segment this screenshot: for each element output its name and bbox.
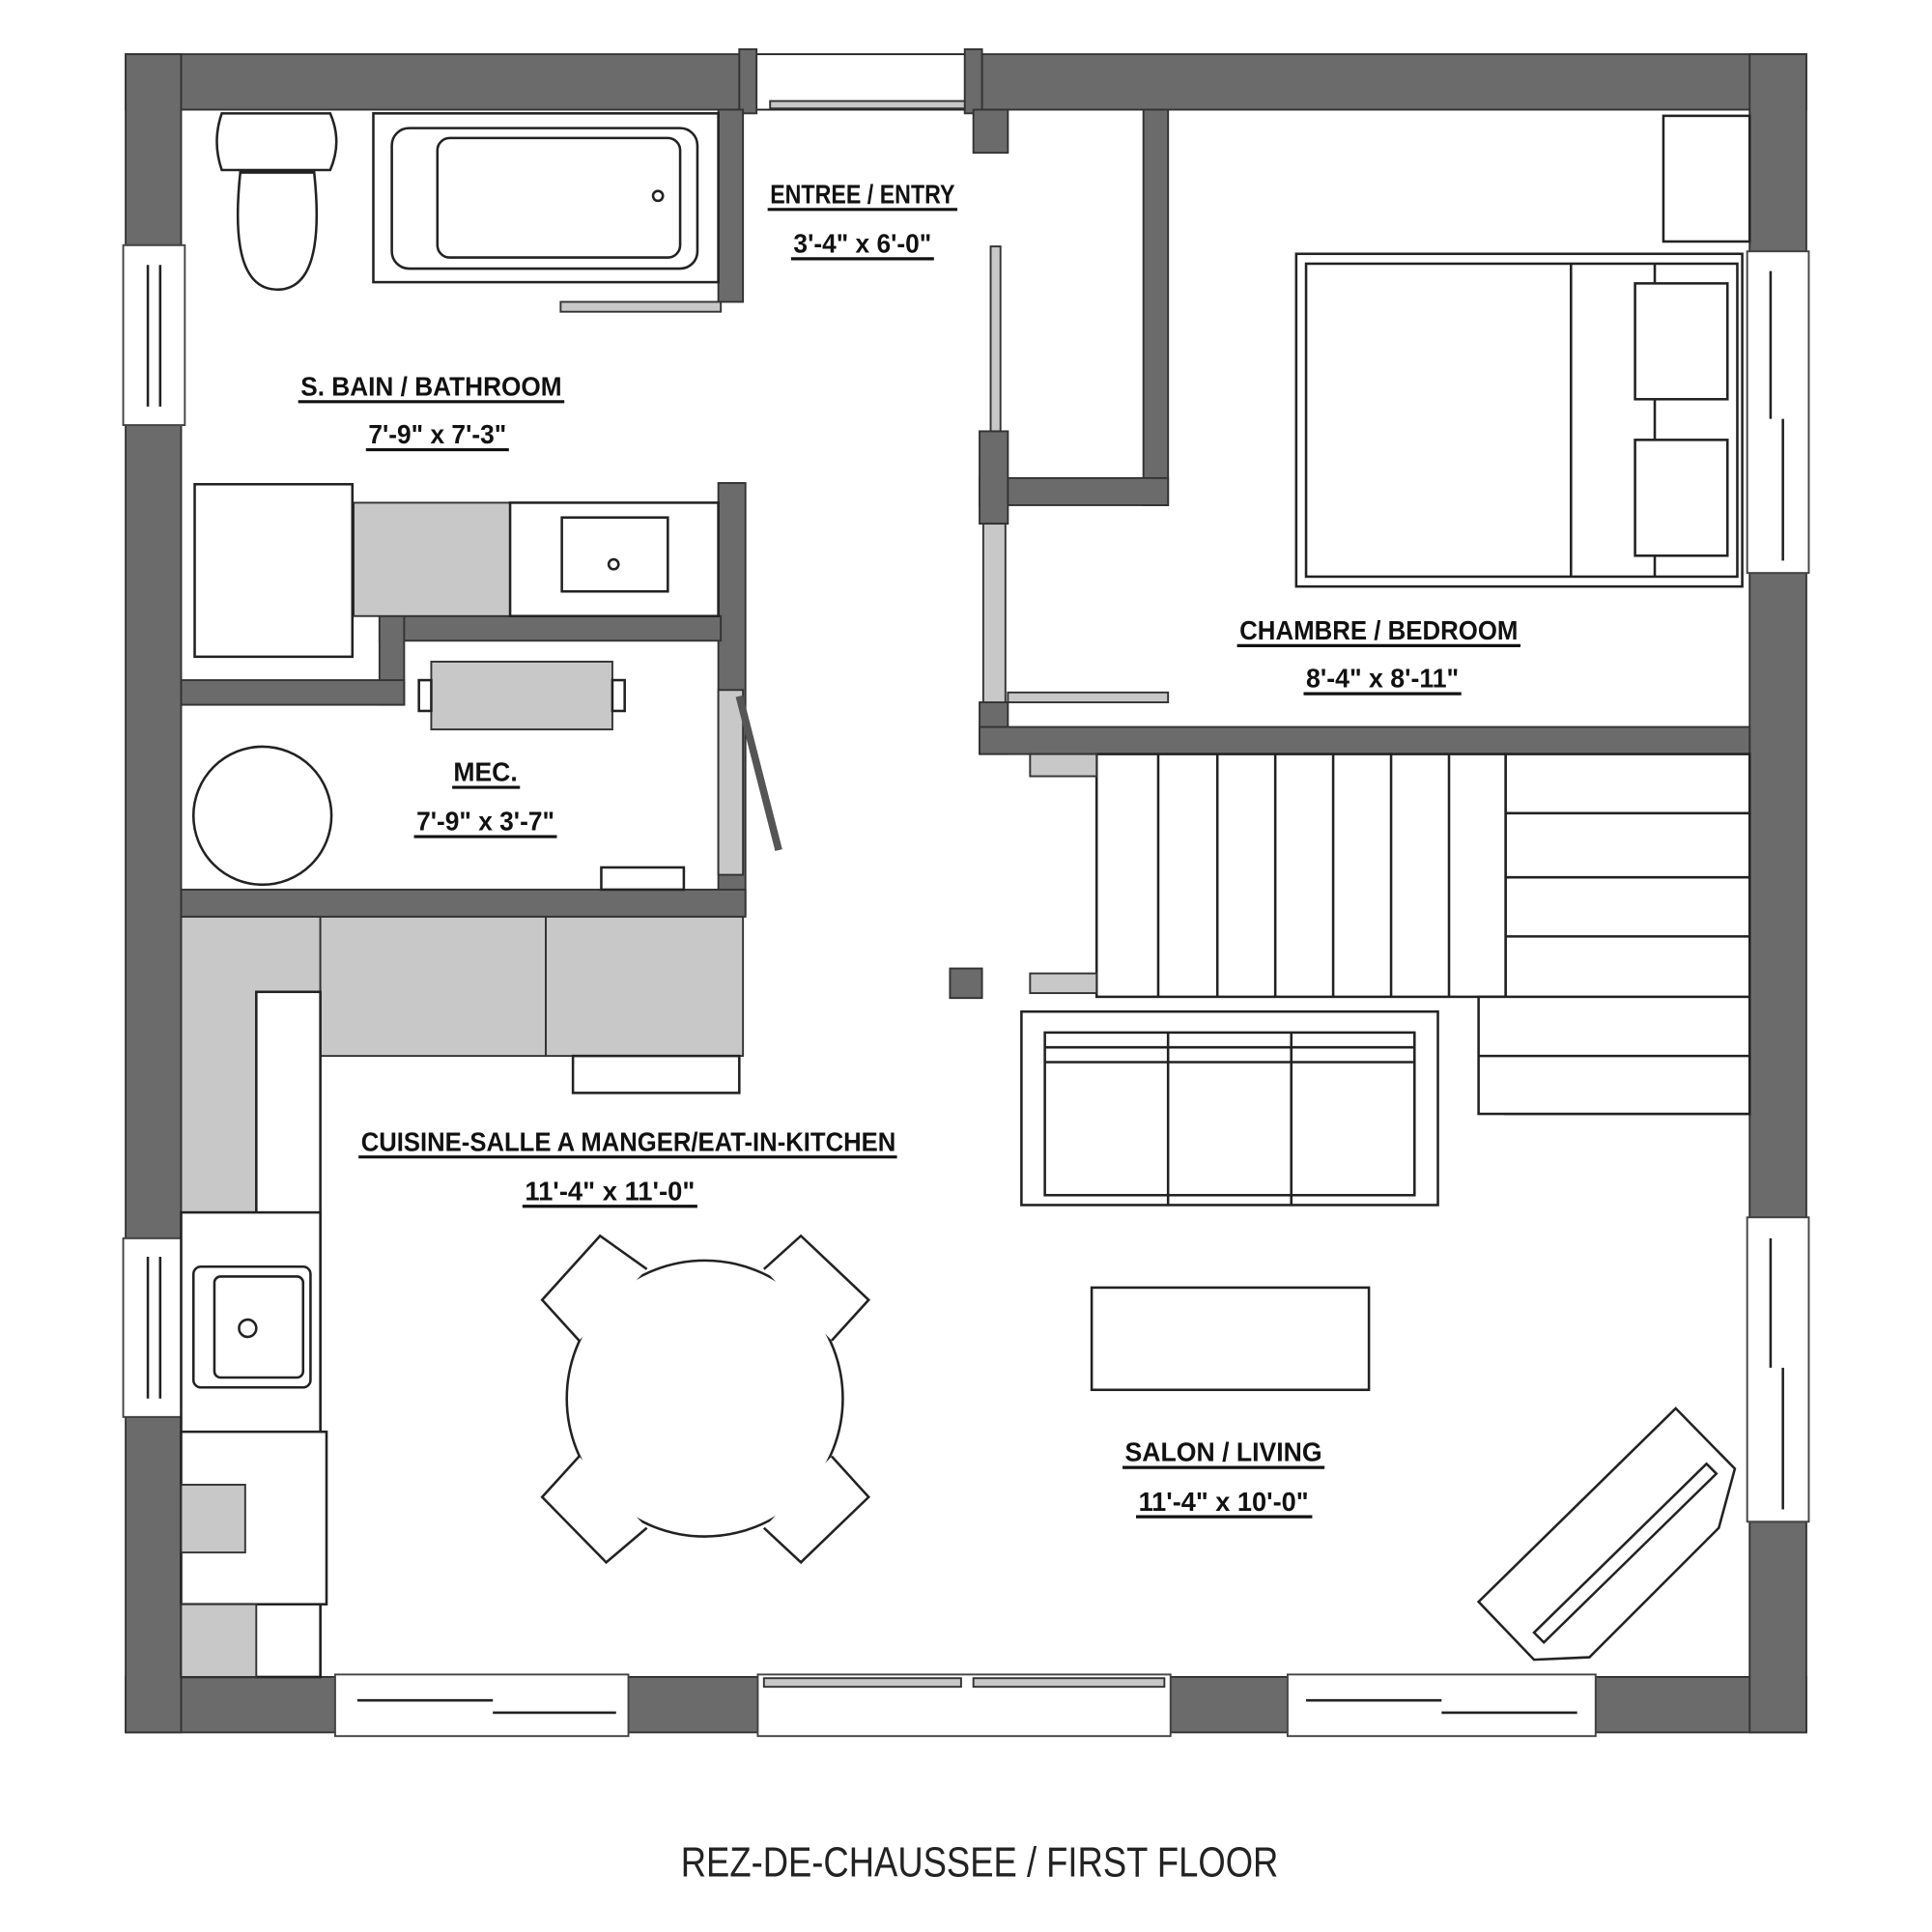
room-name-bedroom: CHAMBRE / BEDROOM [1239, 615, 1518, 645]
room-labels: ENTREE / ENTRY 3'-4" x 6'-0" S. BAIN / B… [298, 179, 1520, 1519]
room-size-bathroom: 7'-9" x 7'-3" [368, 419, 506, 449]
tv-unit [1476, 1406, 1737, 1662]
dining-table [540, 1234, 871, 1565]
kitchen-counters [180, 916, 745, 1679]
room-size-living: 11'-4" x 10'-0" [1139, 1487, 1309, 1517]
room-name-living: SALON / LIVING [1125, 1437, 1322, 1467]
room-name-bathroom: S. BAIN / BATHROOM [300, 371, 561, 401]
mechanical-fixtures [191, 660, 686, 892]
water-heater [191, 745, 333, 887]
sink [560, 516, 669, 593]
room-name-kitchen: CUISINE-SALLE A MANGER/EAT-IN-KITCHEN [361, 1126, 896, 1156]
interior-doors[interactable] [559, 245, 1498, 991]
room-size-mec: 7'-9" x 3'-7" [416, 807, 554, 837]
plan-title: REZ-DE-CHAUSSEE / FIRST FLOOR [681, 1840, 1279, 1887]
coffee-table [1090, 1286, 1371, 1392]
room-size-kitchen: 11'-4" x 11'-0" [525, 1176, 695, 1206]
room-size-bedroom: 8'-4" x 8'-11" [1306, 664, 1459, 694]
interior-walls [180, 108, 1751, 918]
bathroom-fixtures [193, 112, 720, 659]
room-name-mec: MEC. [453, 757, 517, 787]
bed [1294, 114, 1751, 588]
toilet [215, 112, 338, 292]
room-size-entry: 3'-4" x 6'-0" [793, 228, 931, 258]
washer [193, 483, 355, 659]
exterior-walls [125, 53, 1807, 1734]
room-name-entry: ENTREE / ENTRY [770, 179, 955, 209]
living-furniture [1020, 1009, 1737, 1662]
entry-door[interactable] [738, 48, 983, 115]
stairs [949, 753, 1751, 1116]
windows [122, 243, 1810, 1738]
vanity-counter [353, 501, 512, 617]
